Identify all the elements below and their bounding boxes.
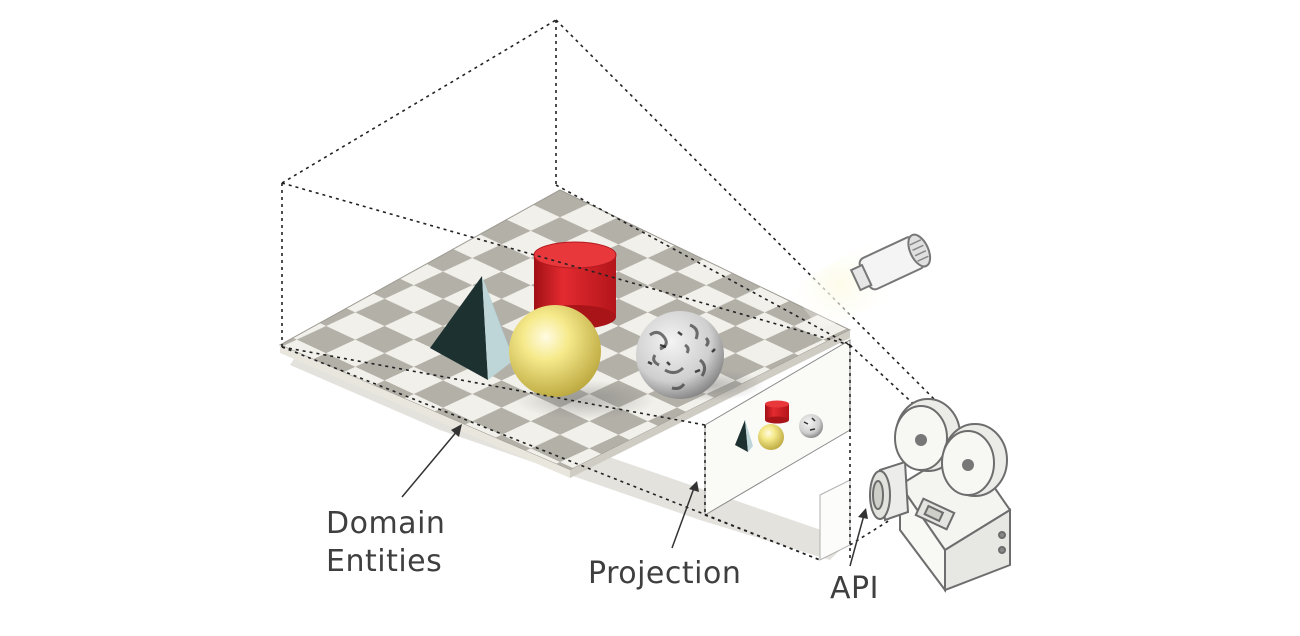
api-arrow [849,514,865,567]
api-box [819,479,851,561]
yellow-sphere [509,305,601,397]
frustum-lines [281,19,941,561]
projected-objects [735,400,823,452]
pyramid [430,276,514,380]
domain-label-line2: Entities [326,544,443,579]
domain-arrow [401,429,459,498]
floor-right-edge [570,330,850,478]
spotlight-icon [790,233,932,330]
floor-front-edge [280,345,570,478]
movie-camera-icon [869,398,1012,593]
marble-sphere [636,311,724,399]
projection-arrow [671,487,695,549]
api-label: API [830,571,879,606]
domain-entities-label: Domain Entities [326,505,445,581]
callout-arrows [401,424,868,567]
projection-label: Projection [588,556,742,591]
domain-label-line1: Domain [326,506,446,541]
